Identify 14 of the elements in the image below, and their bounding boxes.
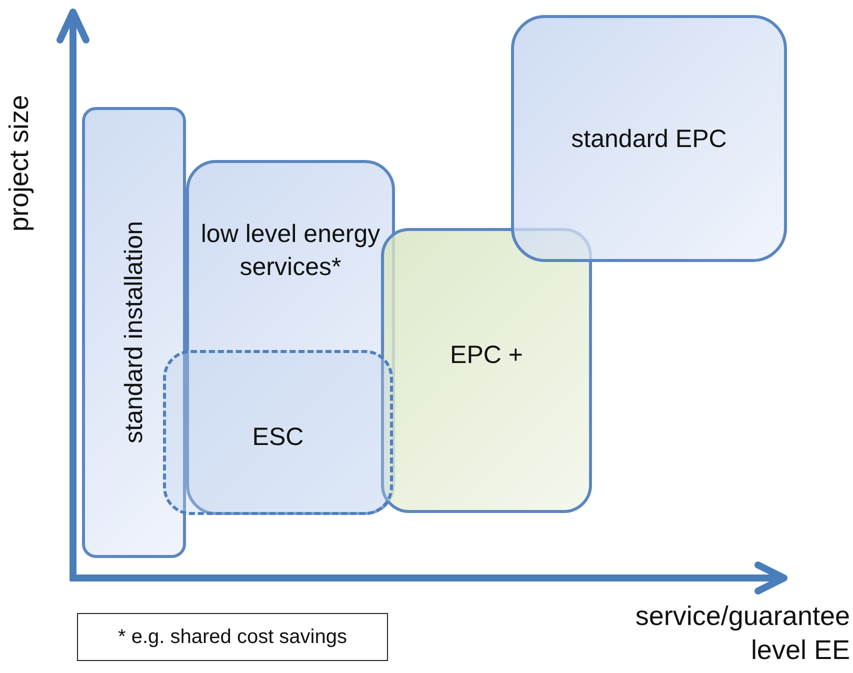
box-label: standard installation <box>118 221 149 444</box>
note-box <box>77 613 388 661</box>
box-label: low level energy services* <box>200 219 382 282</box>
rounded-box <box>163 350 393 515</box>
rounded-box <box>381 228 592 513</box>
axis-label: service/guarantee level EE <box>634 600 850 667</box>
footnote-text: * e.g. shared cost savings <box>118 625 347 650</box>
box-label: standard EPC <box>571 124 727 155</box>
axis-label: project size <box>4 95 35 232</box>
rounded-box <box>82 107 186 558</box>
rounded-box <box>511 15 787 262</box>
box-label: ESC <box>252 422 304 454</box>
rounded-box <box>186 160 395 515</box>
box-label: EPC + <box>450 340 523 372</box>
